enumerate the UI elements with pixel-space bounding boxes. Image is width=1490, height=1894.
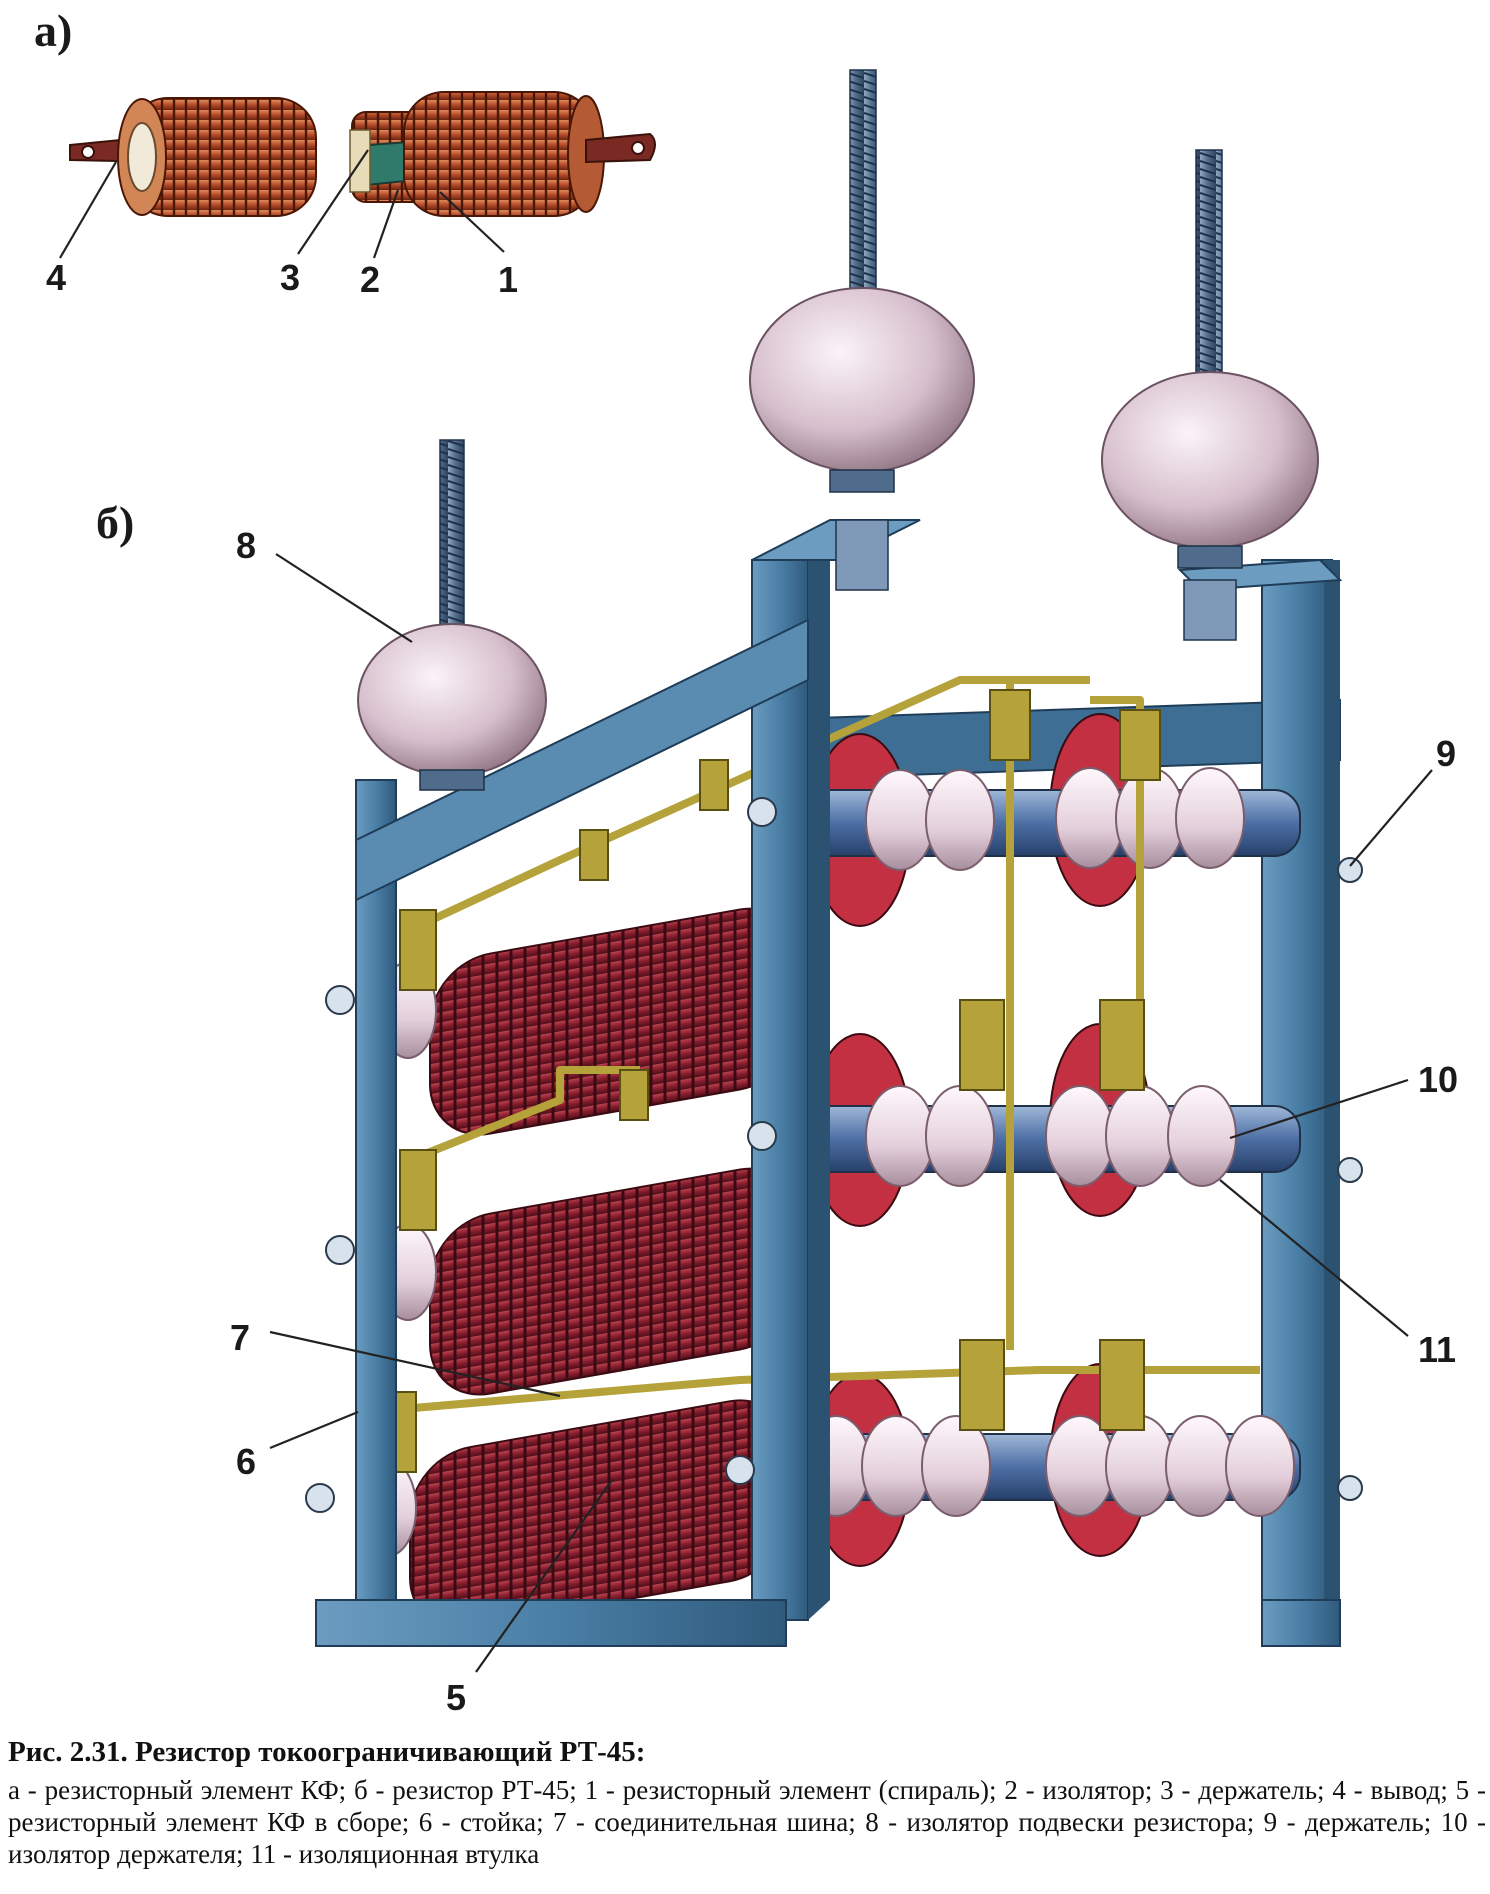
callout-8: 8 <box>236 525 256 566</box>
callout-2: 2 <box>360 259 380 300</box>
callout-6: 6 <box>236 1441 256 1482</box>
axle-row-1 <box>799 767 1301 871</box>
callout-5: 5 <box>446 1677 466 1718</box>
axle-row-3 <box>799 1415 1301 1517</box>
callout-10: 10 <box>1418 1059 1458 1100</box>
callout-11: 11 <box>1418 1329 1456 1370</box>
panel-label-b: б) <box>96 497 134 548</box>
stud-center <box>849 69 877 331</box>
callout-3: 3 <box>280 257 300 298</box>
suspension-insulator-center <box>749 287 975 591</box>
panel-label-a: а) <box>34 5 72 56</box>
suspension-insulator-right <box>1101 371 1319 641</box>
callout-9: 9 <box>1436 733 1456 774</box>
coil-left <box>117 97 317 217</box>
stud-left <box>439 439 465 641</box>
axle-row-2 <box>799 1085 1301 1187</box>
resistor-rt45 <box>305 69 1363 1647</box>
callout-7: 7 <box>230 1317 250 1358</box>
figure-caption: Рис. 2.31. Резистор токоограничивающий Р… <box>8 1734 1486 1870</box>
callout-1: 1 <box>498 259 518 300</box>
caption-body: а - резисторный элемент КФ; б - резистор… <box>8 1775 1486 1869</box>
resistor-element-kf <box>69 91 656 217</box>
lead-terminal-right <box>585 132 656 164</box>
callout-4: 4 <box>46 257 66 298</box>
holder-insulator <box>1167 1085 1237 1187</box>
coil-right <box>403 91 605 217</box>
suspension-insulator-left <box>357 623 547 791</box>
stud-right <box>1195 149 1223 401</box>
caption-title: Рис. 2.31. Резистор токоограничивающий Р… <box>8 1736 646 1768</box>
